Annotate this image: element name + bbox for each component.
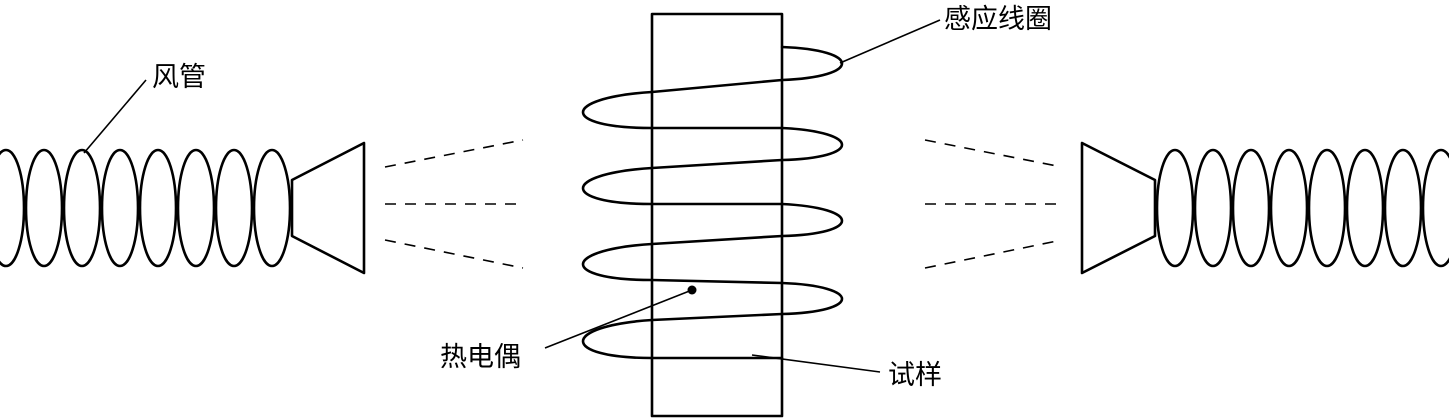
coil-leader (839, 19, 941, 64)
right-hose-ring (1193, 148, 1233, 268)
right-nozzle (1080, 141, 1157, 275)
induction-coil-back (582, 90, 654, 360)
right-hose-ring (1155, 148, 1195, 268)
right-hose-ring (1421, 148, 1449, 268)
left-hose-ring (252, 148, 292, 268)
right-hose-ring (1345, 148, 1385, 268)
left-hose-ring (100, 148, 140, 268)
right-air-duct (1155, 148, 1449, 268)
left-nozzle (290, 141, 366, 275)
left-airflow-lines (384, 139, 524, 269)
right-hose-ring (1231, 148, 1271, 268)
specimen-label: 试样 (888, 360, 942, 391)
left-hose-ring (176, 148, 216, 268)
right-airflow-lines (924, 139, 1063, 269)
air-duct-label: 风管 (152, 62, 206, 93)
thermocouple-leader (544, 289, 693, 349)
left-hose-ring (214, 148, 254, 268)
left-hose-ring (62, 148, 102, 268)
left-hose-ring (0, 148, 26, 268)
left-hose-ring (138, 148, 178, 268)
thermocouple-label: 热电偶 (440, 342, 521, 373)
right-hose-ring (1307, 148, 1347, 268)
specimen-leader (751, 354, 881, 373)
left-hose-ring (24, 148, 64, 268)
left-air-duct (0, 148, 292, 268)
induction-coil-front (650, 45, 844, 360)
right-hose-ring (1383, 148, 1423, 268)
air-duct-leader (83, 79, 147, 154)
induction-coil-label: 感应线圈 (944, 4, 1052, 35)
right-hose-ring (1269, 148, 1309, 268)
